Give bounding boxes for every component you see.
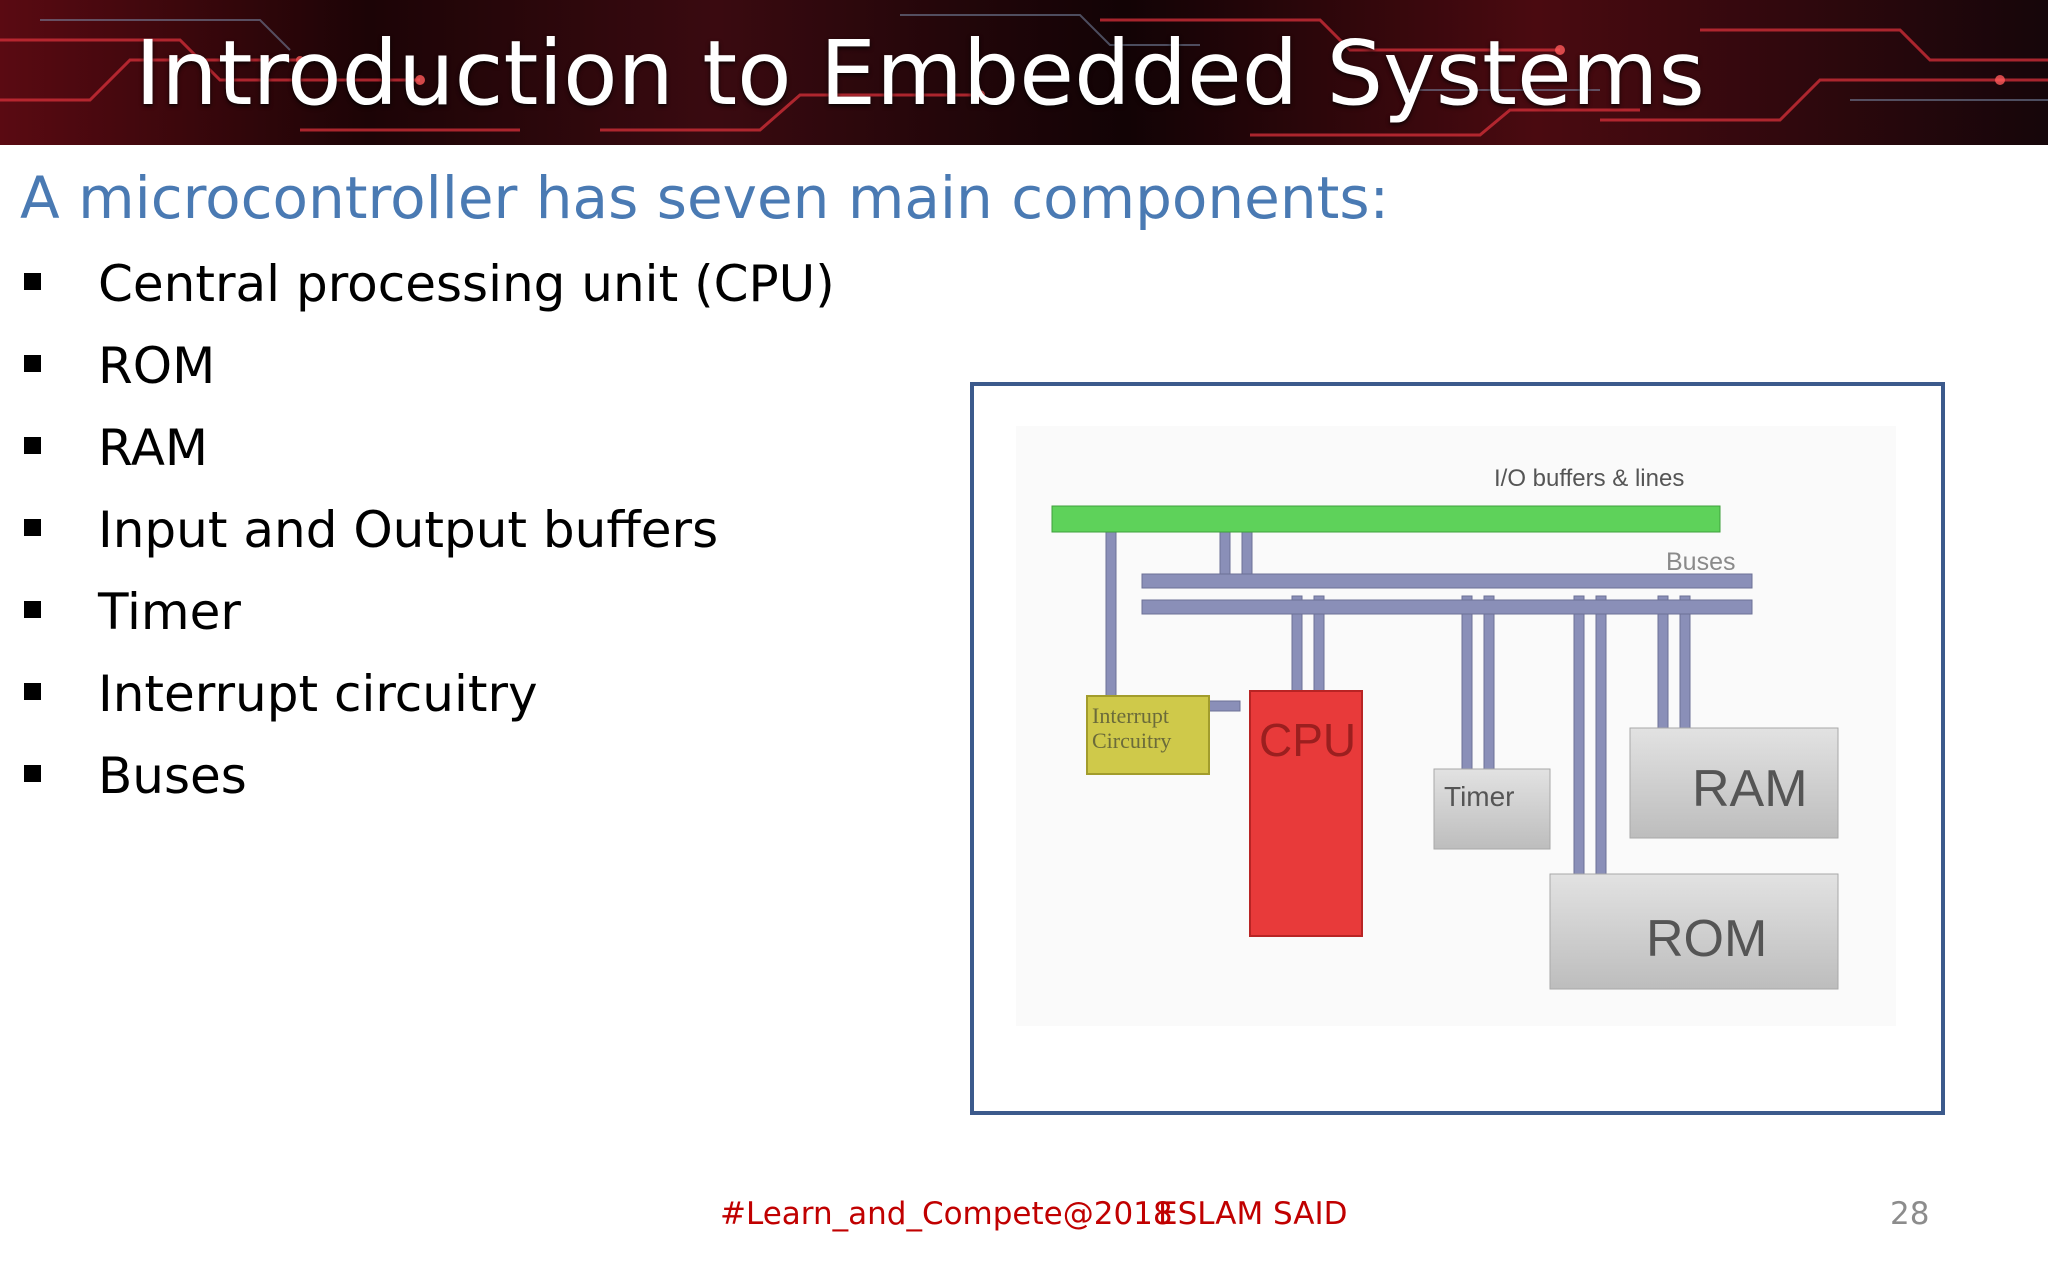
cpu-label: CPU <box>1259 714 1356 766</box>
diagram-frame: I/O buffers & lines Buses Interrupt Circ… <box>970 382 1945 1115</box>
io-buffers-label: I/O buffers & lines <box>1494 465 1684 492</box>
square-bullet-icon <box>24 355 41 372</box>
interrupt-label-line1: Interrupt <box>1092 703 1169 728</box>
interrupt-label-line2: Circuitry <box>1092 728 1171 753</box>
interrupt-circuitry-block <box>1086 695 1210 775</box>
ram-label: RAM <box>1692 760 1808 818</box>
bullet-text: Input and Output buffers <box>98 501 719 559</box>
microcontroller-diagram: I/O buffers & lines Buses Interrupt Circ… <box>1016 426 1896 1026</box>
bus-stubs <box>1105 515 1691 877</box>
square-bullet-icon <box>24 519 41 536</box>
footer-author: ESLAM SAID <box>1158 1196 1348 1232</box>
cpu-block <box>1249 690 1363 937</box>
bullet-text: Timer <box>98 583 241 641</box>
square-bullet-icon <box>24 765 41 782</box>
bullet-text: RAM <box>98 419 209 477</box>
timer-block <box>1433 768 1551 850</box>
circuit-background-graphic <box>0 14 2048 137</box>
io-buffers-bar <box>1051 505 1721 533</box>
bus-line-top <box>1141 573 1753 589</box>
square-bullet-icon <box>24 683 41 700</box>
rom-label: ROM <box>1646 910 1767 968</box>
square-bullet-icon <box>24 437 41 454</box>
timer-label: Timer <box>1444 781 1515 812</box>
slide-title: Introduction to Embedded Systems <box>135 21 1705 125</box>
title-banner: Introduction to Embedded Systems <box>0 0 2048 145</box>
ram-block <box>1629 727 1839 839</box>
bullet-text: Buses <box>98 747 247 805</box>
slide-subtitle: A microcontroller has seven main compone… <box>20 164 1390 232</box>
square-bullet-icon <box>24 601 41 618</box>
bullet-text: ROM <box>98 337 216 395</box>
page-number: 28 <box>1890 1196 1930 1232</box>
bullet-text: Interrupt circuitry <box>98 665 538 723</box>
rom-block <box>1549 873 1839 990</box>
buses-label: Buses <box>1666 548 1735 576</box>
bullet-text: Central processing unit (CPU) <box>98 255 835 313</box>
bus-line-bottom <box>1141 599 1753 615</box>
footer-hashtag: #Learn_and_Compete@2018 <box>720 1196 1173 1232</box>
square-bullet-icon <box>24 273 41 290</box>
